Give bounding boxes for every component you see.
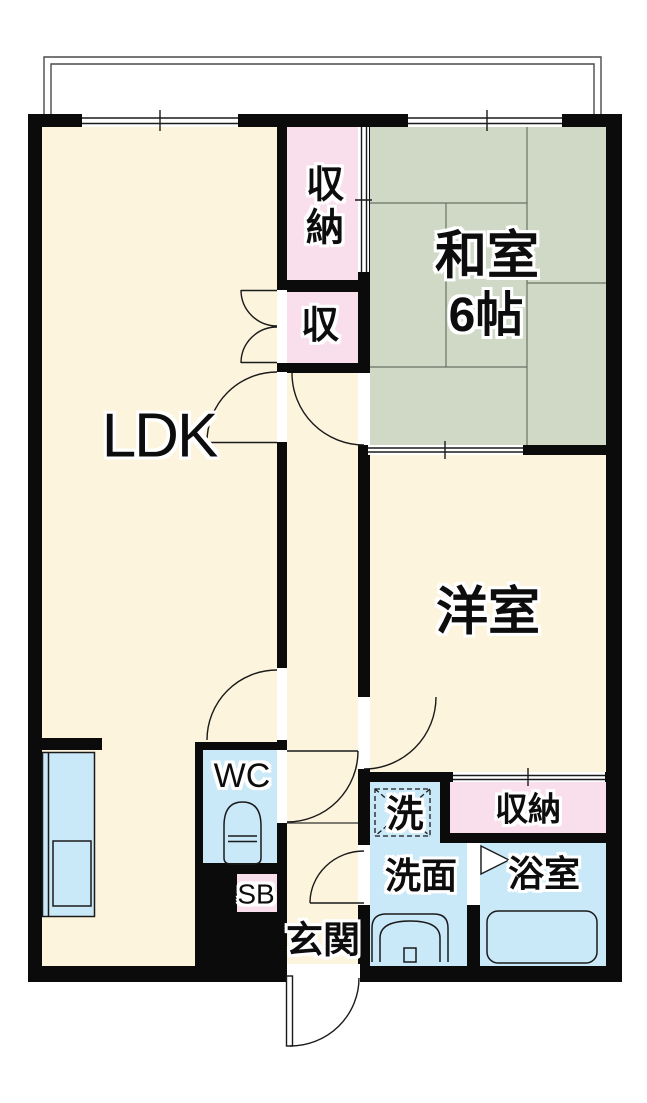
window-washitsu [408,114,562,127]
kitchen-counter [42,752,95,917]
opening-youshitsu-door [358,697,370,769]
opening-wc-door [277,750,287,823]
room-closet-mid [287,292,358,363]
label-bathroom: 浴室 [507,853,581,895]
room-shoe-box [237,874,277,912]
room-closet-top [287,127,358,280]
label-closet-bottom: 収納 [495,790,561,828]
opening-senmen-door [358,845,370,905]
label-senmen: 洗面 [384,855,458,897]
label-ldk: LDK [101,401,219,471]
label-shoe-box: SB [237,878,275,910]
sliding-door-washitsu-youshitsu [368,445,523,455]
label-youshitsu: 洋室 [435,583,541,642]
hallway [287,373,358,966]
window-ldk [82,114,238,127]
opening-bathroom-door [467,843,480,905]
opening-closet-mid-door [277,290,287,363]
room-closet-bottom [450,782,606,833]
opening-washitsu-door [358,373,370,445]
balcony-outline [43,56,602,114]
label-genkan: 玄関 [286,919,360,961]
label-laundry: 洗 [386,793,424,835]
label-washitsu: 和室 [434,227,540,286]
label-wc: WC [213,757,271,796]
opening-ldk-upper-door [277,372,287,442]
label-closet-mid: 収 [300,305,340,348]
sliding-door-closet-top [358,127,369,272]
label-washitsu-size: 6帖 [448,288,524,342]
kitchen-stub-wall [28,738,102,750]
label-closet-top: 収納 [305,164,344,249]
room-washitsu [370,127,606,445]
sliding-door-youshitsu-closet [453,772,605,782]
opening-entrance [287,964,360,982]
opening-ldk-lower-door [277,668,287,740]
